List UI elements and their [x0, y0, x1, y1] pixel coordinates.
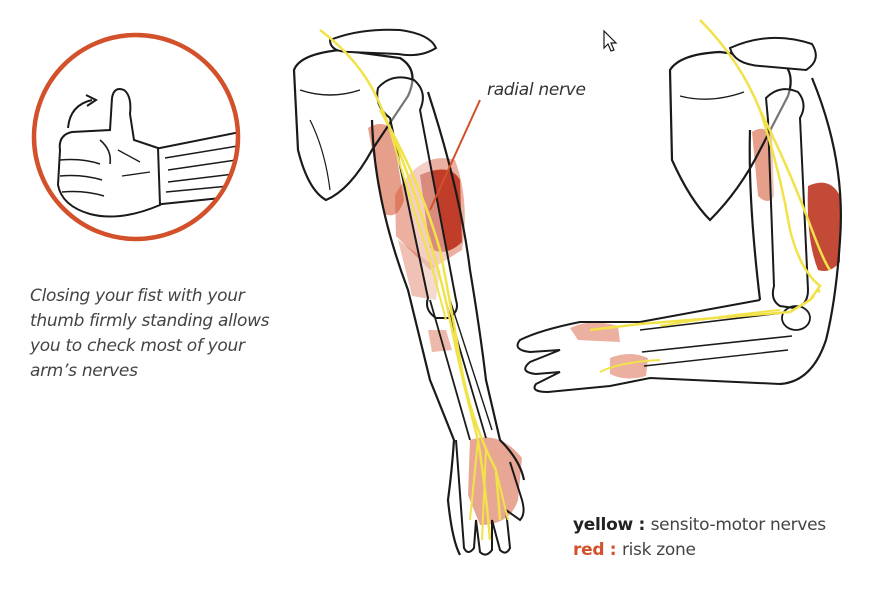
color-legend: yellow : sensito-motor nerves red : risk… [573, 513, 826, 563]
radial-nerve-leader [429, 99, 481, 211]
caption-line: Closing your fist with your [30, 286, 245, 306]
fist-drawing [56, 88, 237, 218]
legend-row-yellow: yellow : sensito-motor nerves [573, 513, 826, 538]
arm-bent-drawing [516, 19, 842, 394]
legend-separator: : [604, 540, 622, 560]
caption-line: arm’s nerves [30, 361, 138, 381]
legend-text-red: risk zone [621, 540, 696, 560]
caption-line: thumb firmly standing allows [30, 311, 270, 331]
legend-text-yellow: sensito-motor nerves [650, 515, 827, 535]
radial-nerve-label: radial nerve [487, 80, 586, 100]
legend-key-red: red [573, 540, 605, 560]
legend-key-yellow: yellow [573, 515, 633, 535]
curved-arrow-icon [67, 99, 93, 129]
thumb-caption: Closing your fist with your thumb firmly… [30, 284, 280, 384]
thumbs-up-figure [31, 32, 241, 242]
circle-border [31, 32, 241, 242]
legend-row-red: red : risk zone [573, 538, 826, 563]
arm-hanging-drawing [292, 28, 526, 556]
legend-separator: : [632, 515, 651, 535]
caption-line: you to check most of your [30, 336, 245, 356]
mouse-pointer-icon [603, 29, 618, 52]
